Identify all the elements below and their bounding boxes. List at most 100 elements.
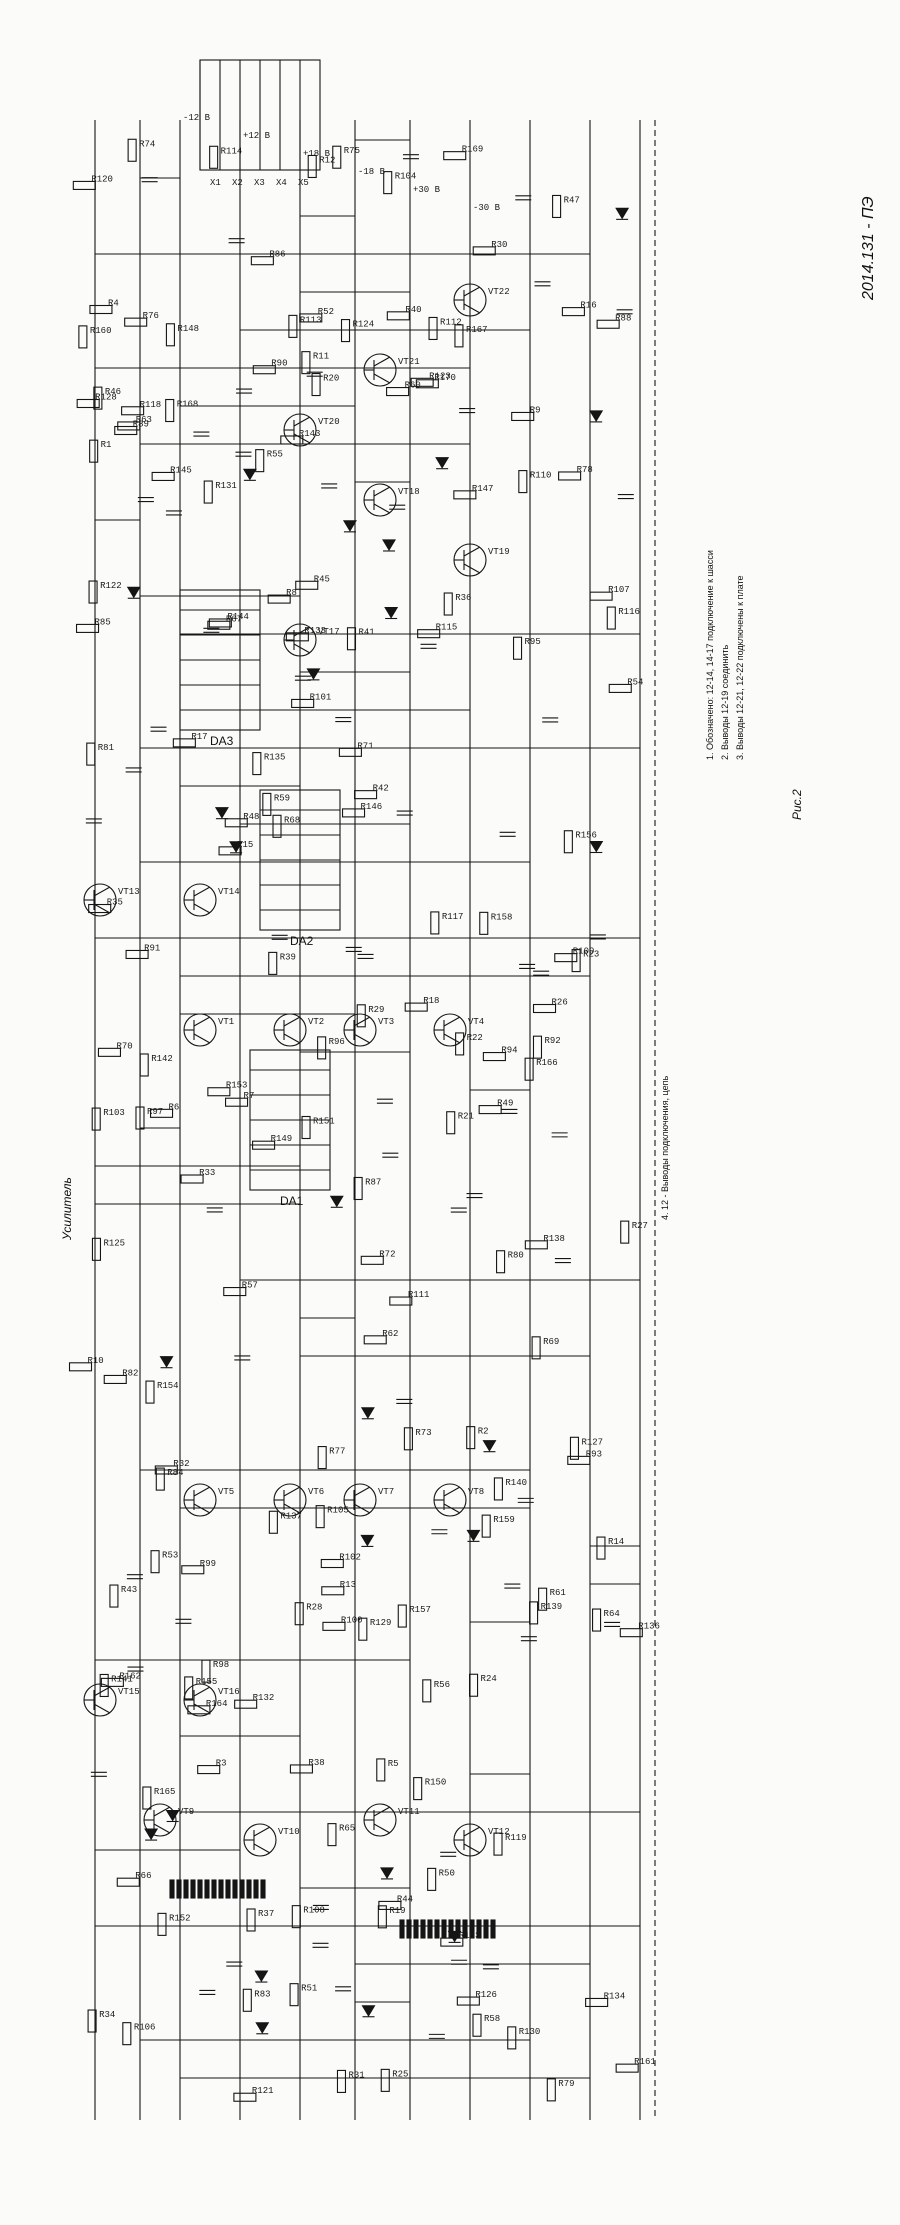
resistor-symbol	[315, 1505, 325, 1529]
note-line: 1. Обозначено: 12-14, 14-17 подключение …	[705, 550, 715, 760]
component-label: R56	[434, 1680, 450, 1690]
capacitor-symbol	[431, 1529, 448, 1535]
resistor-symbol	[246, 1908, 256, 1932]
component-label: R71	[357, 741, 373, 751]
transistor-symbol	[273, 1483, 307, 1517]
diode-symbol	[360, 1534, 375, 1547]
component-label: R43	[121, 1585, 137, 1595]
capacitor-symbol	[175, 1618, 192, 1624]
resistor-symbol	[242, 1988, 252, 2012]
note-line: 2. Выводы 12-19 соединить	[720, 644, 730, 760]
component-label: R147	[472, 484, 494, 494]
resistor-symbol	[203, 480, 213, 504]
chip-symbol	[259, 789, 341, 931]
component-label: R64	[604, 1609, 620, 1619]
resistor-symbol	[317, 1446, 327, 1470]
chip-symbol	[249, 1049, 331, 1191]
resistor-symbol	[285, 632, 309, 642]
component-label: R152	[169, 1913, 191, 1923]
component-label: R38	[308, 1758, 324, 1768]
transistor-symbol	[363, 483, 397, 517]
section-label: Усилитель	[60, 1177, 74, 1240]
resistor-symbol	[320, 1558, 344, 1569]
resistor-symbol	[413, 1777, 423, 1801]
resistor-symbol	[596, 319, 620, 329]
diode-symbol	[165, 1809, 180, 1823]
resistor-symbol	[97, 1047, 122, 1057]
resistor-symbol	[403, 1427, 413, 1451]
resistor-symbol	[262, 792, 272, 816]
resistor-symbol	[288, 314, 298, 338]
resistor-symbol	[86, 742, 96, 766]
component-label: R156	[575, 831, 597, 841]
component-label: R169	[462, 145, 484, 155]
transistor-label: VT13	[118, 887, 140, 897]
note-line: 4. 12 - Выводы подключения, цепь	[660, 1075, 670, 1220]
component-label: R51	[301, 1984, 317, 1994]
component-label: R75	[344, 146, 360, 156]
component-label: R6	[169, 1102, 180, 1112]
diode-symbol	[360, 1407, 375, 1420]
capacitor-symbol	[499, 831, 516, 837]
component-label: R117	[442, 912, 464, 922]
diode-symbol	[242, 468, 257, 481]
transistor-label: VT19	[488, 547, 510, 557]
transistor-label: VT21	[398, 357, 420, 367]
resistor-symbol	[479, 911, 489, 935]
resistor-symbol	[386, 387, 410, 397]
resistor-symbol	[184, 1676, 194, 1700]
component-label: R31	[348, 2070, 364, 2080]
resistor-symbol	[341, 808, 366, 818]
resistor-symbol	[469, 1673, 479, 1697]
component-label: R162	[119, 1671, 141, 1681]
resistor-symbol	[68, 1362, 93, 1372]
component-label: R105	[327, 1506, 349, 1516]
resistor-symbol	[360, 1255, 384, 1265]
resistor-symbol	[99, 1673, 109, 1698]
transistor-symbol	[183, 883, 217, 917]
component-label: R20	[323, 374, 339, 384]
diode-symbol	[144, 1828, 159, 1841]
component-label: R99	[200, 1559, 216, 1569]
component-label: R18	[423, 996, 439, 1006]
component-label: R110	[530, 471, 552, 481]
resistor-symbol	[89, 304, 113, 315]
component-label: R19	[389, 1906, 405, 1916]
component-label: R103	[103, 1108, 125, 1118]
resistor-symbol	[268, 951, 278, 975]
capacitor-symbol	[203, 627, 220, 633]
resistor-symbol	[149, 1108, 174, 1118]
component-label: R66	[135, 1871, 151, 1881]
resistor-symbol	[154, 1465, 178, 1475]
resistor-symbol	[589, 591, 613, 601]
transistor-label: VT14	[218, 887, 240, 897]
diode-symbol	[380, 1867, 394, 1880]
diode-symbol	[361, 2005, 376, 2018]
component-label: R58	[484, 2014, 500, 2024]
component-label: R86	[269, 250, 285, 260]
resistor-symbol	[531, 1336, 541, 1360]
resistor-symbol	[563, 830, 573, 854]
resistor-symbol	[353, 1176, 363, 1201]
component-label: R93	[586, 1449, 602, 1459]
capacitor-symbol	[141, 177, 158, 183]
component-label: R124	[353, 320, 375, 330]
resistor-symbol	[518, 470, 528, 494]
component-label: R24	[481, 1674, 497, 1684]
component-label: R113	[300, 315, 322, 325]
resistor-symbol	[252, 365, 276, 375]
resistor-symbol	[252, 752, 262, 776]
resistor-symbol	[430, 911, 440, 935]
resistor-symbol	[209, 145, 219, 169]
capacitor-symbol	[389, 504, 406, 510]
resistor-symbol	[307, 154, 317, 179]
resistor-symbol	[267, 594, 291, 604]
component-label: R101	[310, 692, 332, 702]
component-label: R33	[199, 1168, 215, 1178]
resistor-symbol	[122, 2022, 132, 2046]
capacitor-symbol	[335, 717, 352, 723]
component-label: R50	[439, 1868, 455, 1878]
resistor-symbol	[378, 1900, 402, 1910]
resistor-symbol	[311, 372, 321, 397]
component-label: R29	[368, 1005, 384, 1015]
